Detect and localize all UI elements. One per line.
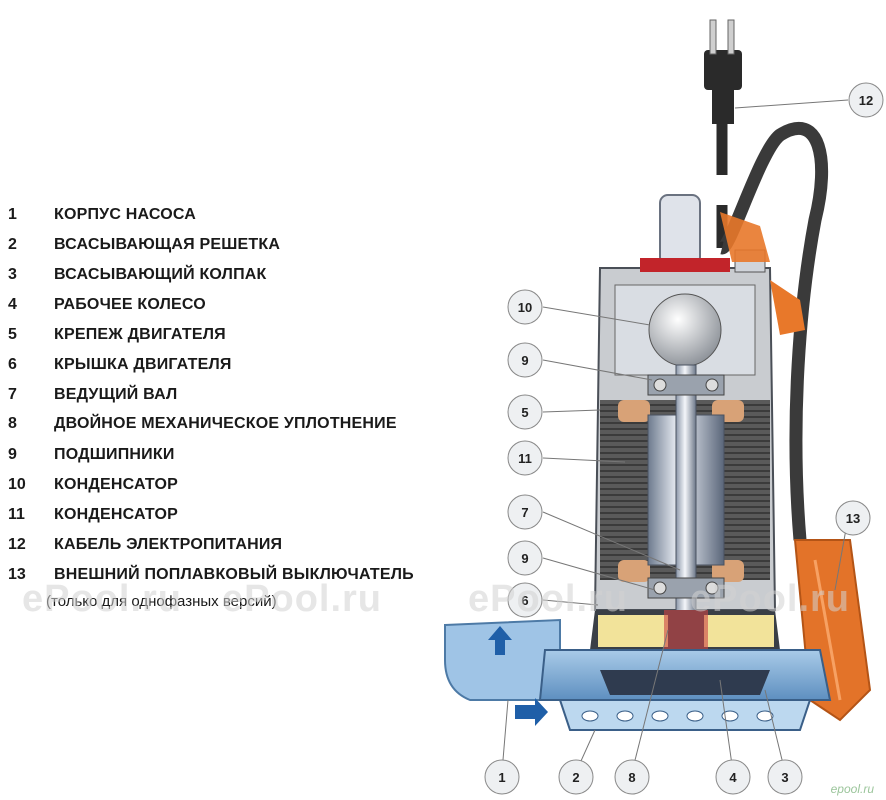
legend-number: 13 [8, 566, 26, 583]
legend-number: 10 [8, 476, 26, 493]
legend-note: (только для однофазных версий) [46, 593, 277, 610]
svg-text:10: 10 [518, 300, 532, 315]
inlet-grate [581, 710, 774, 722]
legend-number: 1 [8, 206, 17, 223]
svg-text:9: 9 [521, 551, 528, 566]
legend-label: КОНДЕНСАТОР [54, 476, 178, 493]
callout-11: 11 [507, 440, 543, 476]
legend-number: 5 [8, 326, 17, 343]
legend-number: 11 [8, 506, 25, 523]
watermark: ePool.ru [690, 578, 851, 620]
svg-text:9: 9 [521, 353, 528, 368]
legend-label: ВНЕШНИЙ ПОПЛАВКОВЫЙ ВЫКЛЮЧАТЕЛЬ [54, 566, 414, 583]
legend-number: 8 [8, 415, 17, 432]
legend-label: РАБОЧЕЕ КОЛЕСО [54, 296, 206, 313]
svg-text:2: 2 [572, 770, 579, 785]
svg-text:4: 4 [729, 770, 737, 785]
legend-label: КРЫШКА ДВИГАТЕЛЯ [54, 356, 232, 373]
oil-chamber [590, 610, 780, 655]
legend-label: КАБЕЛЬ ЭЛЕКТРОПИТАНИЯ [54, 536, 283, 553]
legend-number: 6 [8, 356, 17, 373]
legend-number: 7 [8, 386, 17, 403]
callout-5: 5 [507, 394, 543, 430]
legend-label: ВСАСЫВАЮЩАЯ РЕШЕТКА [54, 236, 281, 253]
callout-3: 3 [767, 759, 803, 795]
corner-watermark: epool.ru [830, 782, 874, 796]
legend-label: ВСАСЫВАЮЩИЙ КОЛПАК [54, 266, 267, 283]
callout-4: 4 [715, 759, 751, 795]
svg-text:12: 12 [859, 93, 873, 108]
legend-label: ПОДШИПНИКИ [54, 446, 175, 463]
svg-text:7: 7 [521, 505, 528, 520]
legend-label: ДВОЙНОЕ МЕХАНИЧЕСКОЕ УПЛОТНЕНИЕ [54, 415, 397, 432]
legend-number: 3 [8, 266, 17, 283]
legend-label: КОНДЕНСАТОР [54, 506, 178, 523]
callout-10: 10 [507, 289, 543, 325]
svg-text:13: 13 [846, 511, 860, 526]
power-cable [704, 19, 829, 541]
legend-label: КОРПУС НАСОСА [54, 206, 196, 223]
legend-number: 2 [8, 236, 17, 253]
svg-text:8: 8 [628, 770, 635, 785]
svg-text:1: 1 [498, 770, 505, 785]
legend-number: 4 [8, 296, 17, 313]
svg-text:11: 11 [518, 451, 532, 466]
bearings [647, 374, 725, 599]
callout-9-top: 9 [507, 342, 543, 378]
legend-label: КРЕПЕЖ ДВИГАТЕЛЯ [54, 326, 226, 343]
callout-8: 8 [614, 759, 650, 795]
legend-number: 12 [8, 536, 26, 553]
legend-number: 9 [8, 446, 17, 463]
callout-12: 12 [848, 82, 884, 118]
svg-text:6: 6 [521, 593, 528, 608]
callout-2: 2 [558, 759, 594, 795]
watermark: ePool.ru [468, 578, 629, 620]
callout-7: 7 [507, 494, 543, 530]
callout-9-bottom: 9 [507, 540, 543, 576]
impeller [600, 670, 770, 695]
callout-6: 6 [507, 582, 543, 618]
callout-13: 13 [835, 500, 871, 536]
svg-text:5: 5 [521, 405, 528, 420]
watermark: ePool.ru [22, 578, 183, 620]
svg-text:3: 3 [781, 770, 788, 785]
watermark: ePool.ru [222, 578, 383, 620]
callout-1: 1 [484, 759, 520, 795]
legend-label: ВЕДУЩИЙ ВАЛ [54, 386, 178, 403]
leader-lines [501, 99, 849, 773]
